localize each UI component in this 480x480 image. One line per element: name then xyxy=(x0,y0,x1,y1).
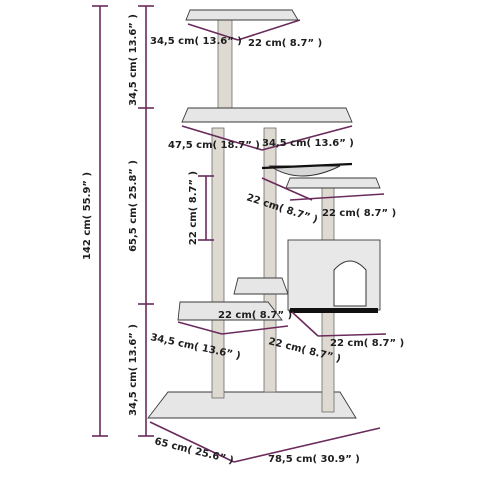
cat-tree xyxy=(147,9,381,419)
condo-opening xyxy=(333,260,367,307)
lower-platform xyxy=(177,301,283,321)
hammock xyxy=(268,165,341,177)
post-segment-height-label: 22 cm( 8.7” ) xyxy=(188,171,199,245)
condo-base-strip xyxy=(290,308,378,313)
hammock-width-label: 22 cm( 8.7” ) xyxy=(322,208,396,219)
condo-width-label: 22 cm( 8.7” ) xyxy=(330,338,404,349)
top-section-height-label: 34,5 cm( 13.6” ) xyxy=(128,14,139,106)
base-width-label: 65 cm( 25.6” ) xyxy=(153,436,234,466)
base-plate xyxy=(147,391,357,419)
large-platform-width-label: 47,5 cm( 18.7” ) xyxy=(168,140,260,151)
post-left xyxy=(211,127,225,399)
hammock-ring xyxy=(261,162,353,170)
post-center xyxy=(263,127,277,393)
lower-platform-width-label: 34,5 cm( 13.6” ) xyxy=(149,332,241,362)
right-platform xyxy=(285,177,381,189)
total-height-label: 142 cm( 55.9” ) xyxy=(82,172,93,260)
top-platform xyxy=(185,9,299,21)
large-platform xyxy=(181,107,353,123)
post-top xyxy=(217,13,233,115)
condo-side-depth-label: 22 cm( 8.7” ) xyxy=(218,310,292,321)
top-platform-depth-label: 22 cm( 8.7” ) xyxy=(248,38,322,49)
large-platform-depth-label: 34,5 cm( 13.6” ) xyxy=(262,138,354,149)
bottom-section-height-label: 34,5 cm( 13.6” ) xyxy=(128,324,139,416)
step-platform xyxy=(233,277,289,295)
middle-section-height-label: 65,5 cm( 25.8” ) xyxy=(128,160,139,252)
base-depth-label: 78,5 cm( 30.9” ) xyxy=(268,454,360,465)
top-platform-width-label: 34,5 cm( 13.6” ) xyxy=(150,36,242,47)
dimension-lines xyxy=(92,5,387,463)
